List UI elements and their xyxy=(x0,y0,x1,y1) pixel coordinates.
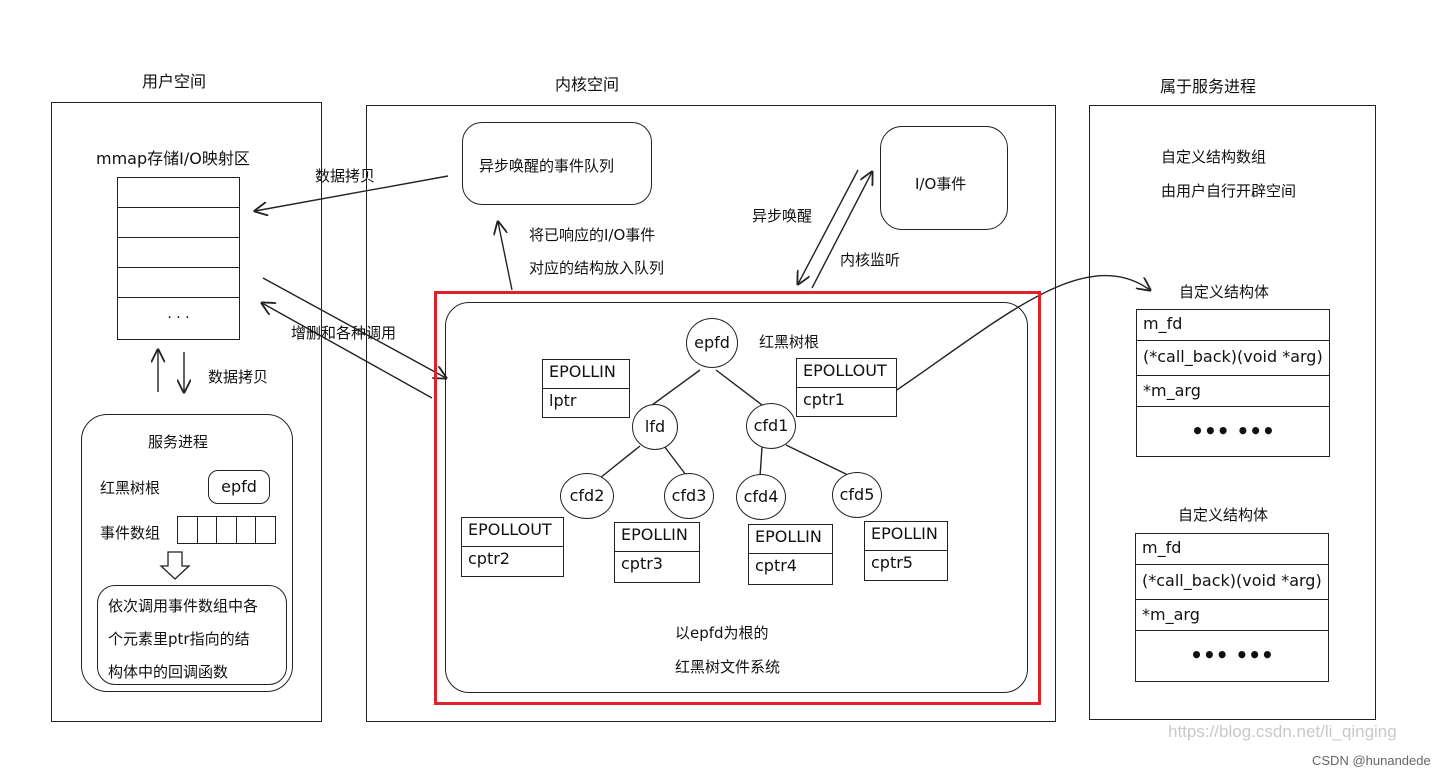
copy-label-kernel: 数据拷贝 xyxy=(315,167,376,185)
put-queue-line1: 将已响应的I/O事件 xyxy=(529,226,656,244)
edge-cfd1-cfd5 xyxy=(785,444,851,477)
tree-caption-line2: 红黑树文件系统 xyxy=(675,658,781,676)
event-ptr: lptr xyxy=(542,388,630,418)
tree-root-label: 红黑树根 xyxy=(759,333,820,351)
down-arrow-icon xyxy=(159,551,191,580)
arrow-mmap-to-tree xyxy=(262,277,446,378)
struct-field: m_fd xyxy=(1136,534,1328,565)
mmap-row xyxy=(118,238,239,268)
io-event-label: I/O事件 xyxy=(915,175,967,193)
event-queue-box xyxy=(462,122,652,205)
mmap-row xyxy=(118,178,239,208)
edge-lfd-cfd3 xyxy=(663,445,687,476)
mmap-region: · · · xyxy=(117,177,240,340)
event-ptr: cptr4 xyxy=(748,553,833,585)
highlight-frame xyxy=(434,291,1041,705)
user-space-panel xyxy=(51,102,322,722)
struct-dots: ••• ••• xyxy=(1191,419,1275,443)
event-array-cell xyxy=(198,517,218,543)
event-type: EPOLLIN xyxy=(748,524,833,554)
mmap-label: mmap存储I/O映射区 xyxy=(96,149,250,168)
struct-field: m_fd xyxy=(1137,310,1329,341)
event-type: EPOLLIN xyxy=(614,522,700,552)
event-array-cell xyxy=(217,517,237,543)
event-array-cell xyxy=(256,517,275,543)
tree-node-cfd1: cfd1 xyxy=(746,403,796,449)
callback-desc-box xyxy=(97,585,287,685)
event-array-label: 事件数组 xyxy=(100,524,161,542)
tree-root-label-user: 红黑树根 xyxy=(100,479,161,497)
event-array xyxy=(177,516,276,544)
copy-arrow-queue-to-mmap xyxy=(255,175,449,211)
event-type: EPOLLOUT xyxy=(796,358,897,388)
copy-label-user: 数据拷贝 xyxy=(208,368,269,386)
callback-desc-line1: 依次调用事件数组中各 xyxy=(108,597,259,615)
event-ptr: cptr2 xyxy=(461,546,564,577)
struct-title: 自定义结构体 xyxy=(1178,506,1269,524)
custom-struct: m_fd (*call_back)(void *arg) *m_arg ••• … xyxy=(1136,309,1330,457)
service-process-box xyxy=(81,414,293,692)
event-ptr: cptr5 xyxy=(864,550,948,581)
event-array-cell xyxy=(178,517,198,543)
kernel-listen-label: 内核监听 xyxy=(840,251,901,269)
edge-cfd1-cfd4 xyxy=(759,446,763,478)
service-side-panel xyxy=(1089,105,1376,720)
arrow-io-down xyxy=(798,169,859,284)
add-del-calls-label: 增删和各种调用 xyxy=(291,324,397,342)
watermark: https://blog.csdn.net/li_qinging xyxy=(1168,722,1397,741)
tree-node-cfd5: cfd5 xyxy=(832,472,882,518)
epfd-box-user: epfd xyxy=(208,470,270,504)
event-type: EPOLLIN xyxy=(864,521,948,551)
kernel-space-panel xyxy=(366,105,1056,722)
callback-desc-line2: 个元素里ptr指向的结 xyxy=(108,630,250,648)
event-ptr: cptr3 xyxy=(614,551,700,583)
edge-epfd-cfd1 xyxy=(715,369,767,409)
mmap-row xyxy=(118,208,239,238)
async-wake-label: 异步唤醒 xyxy=(752,207,813,225)
custom-struct: m_fd (*call_back)(void *arg) *m_arg ••• … xyxy=(1135,533,1329,682)
tree-node-lfd: lfd xyxy=(632,404,678,450)
tree-node-cfd2: cfd2 xyxy=(560,473,614,519)
struct-title: 自定义结构体 xyxy=(1179,283,1270,301)
io-event-box xyxy=(880,126,1008,230)
tree-caption-line1: 以epfd为根的 xyxy=(675,624,769,642)
callback-desc-line3: 构体中的回调函数 xyxy=(108,663,229,681)
struct-array-line1: 自定义结构数组 xyxy=(1161,148,1267,166)
event-ptr: cptr1 xyxy=(796,387,897,417)
tree-node-cfd3: cfd3 xyxy=(664,473,714,519)
service-process-title: 服务进程 xyxy=(148,433,209,451)
edge-lfd-cfd2 xyxy=(599,445,641,479)
mmap-ellipsis: · · · xyxy=(167,310,190,326)
put-queue-line2: 对应的结构放入队列 xyxy=(529,259,665,277)
arrow-tree-to-queue xyxy=(498,222,513,291)
struct-field: (*call_back)(void *arg) xyxy=(1137,341,1329,376)
tree-node-epfd: epfd xyxy=(686,318,738,368)
arrow-tree-to-mmap xyxy=(262,303,433,399)
struct-field: *m_arg xyxy=(1136,600,1328,631)
kernel-space-title: 内核空间 xyxy=(555,75,620,94)
service-side-title: 属于服务进程 xyxy=(1160,77,1257,96)
arrow-io-up xyxy=(811,172,872,289)
mmap-row xyxy=(118,268,239,298)
struct-dots: ••• ••• xyxy=(1190,643,1274,667)
user-space-title: 用户空间 xyxy=(142,72,207,91)
event-queue-label: 异步唤醒的事件队列 xyxy=(479,157,615,175)
event-type: EPOLLIN xyxy=(542,359,630,389)
rbtree-area xyxy=(445,302,1028,693)
struct-field: *m_arg xyxy=(1137,376,1329,407)
struct-array-line2: 由用户自行开辟空间 xyxy=(1161,182,1297,200)
event-array-cell xyxy=(237,517,257,543)
credit: CSDN @hunandede xyxy=(1312,753,1431,768)
event-type: EPOLLOUT xyxy=(461,517,564,547)
struct-field: (*call_back)(void *arg) xyxy=(1136,565,1328,600)
arrow-cptr1-to-struct xyxy=(869,274,1150,409)
tree-node-cfd4: cfd4 xyxy=(736,474,786,520)
edge-epfd-lfd xyxy=(647,369,701,409)
